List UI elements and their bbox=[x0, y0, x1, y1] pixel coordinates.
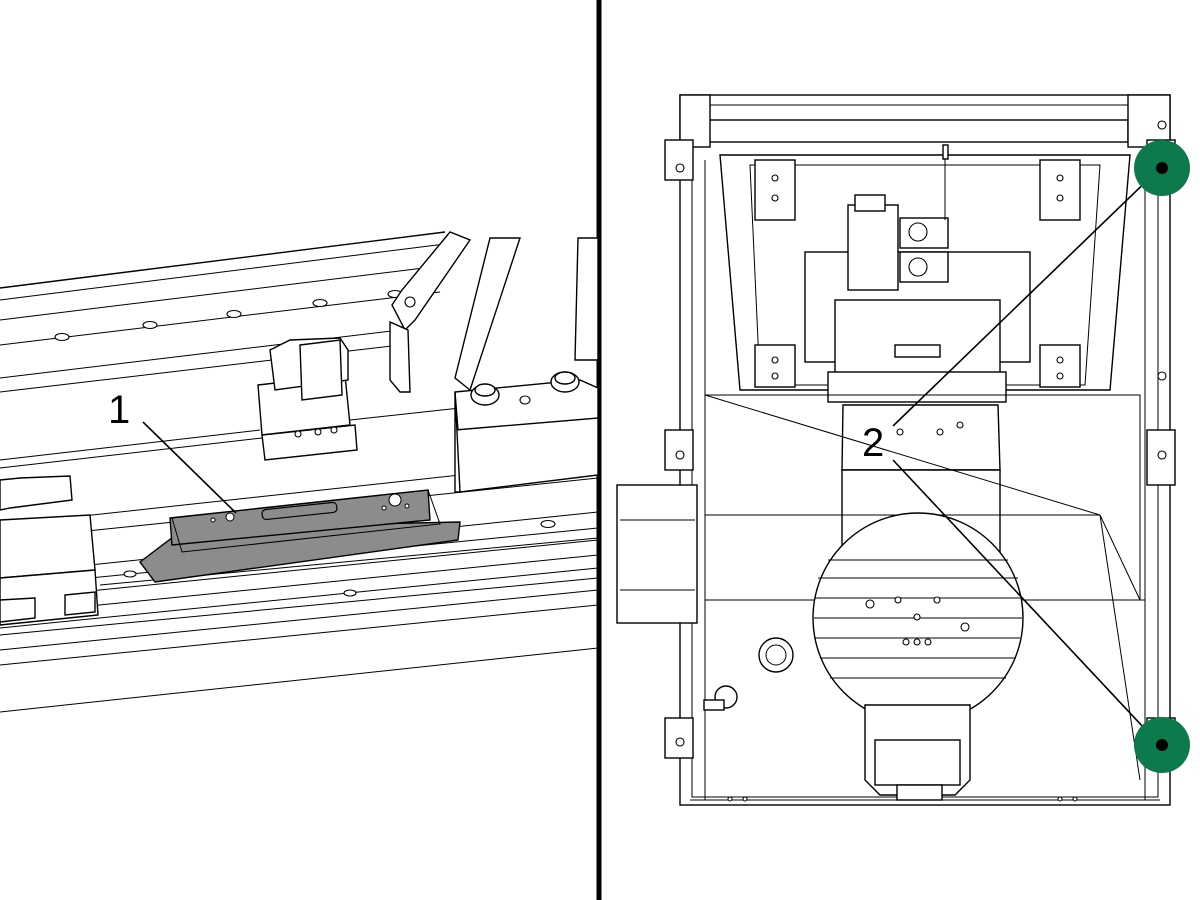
alignment-gauge bbox=[139, 489, 461, 583]
callout-leader-1 bbox=[142, 421, 237, 514]
callout-leaders-2 bbox=[892, 167, 1161, 746]
bottom-bolts bbox=[727, 796, 1078, 802]
x-axis-guide bbox=[616, 484, 1100, 624]
left-panel: 1 bbox=[0, 231, 599, 713]
diagonal-beam bbox=[389, 231, 599, 393]
spindle-head bbox=[827, 144, 1007, 403]
clamp-block-center bbox=[257, 337, 358, 461]
right-panel: 2 bbox=[616, 94, 1190, 806]
rotary-table bbox=[812, 512, 1024, 724]
marker-top-right bbox=[1134, 140, 1190, 196]
marker-bottom-right bbox=[1134, 717, 1190, 773]
clamp-block-left bbox=[0, 475, 99, 626]
callout-label-2: 2 bbox=[862, 421, 884, 465]
carriage-block-right bbox=[454, 371, 599, 493]
lower-head bbox=[864, 704, 971, 801]
callout-label-1: 1 bbox=[108, 388, 130, 432]
